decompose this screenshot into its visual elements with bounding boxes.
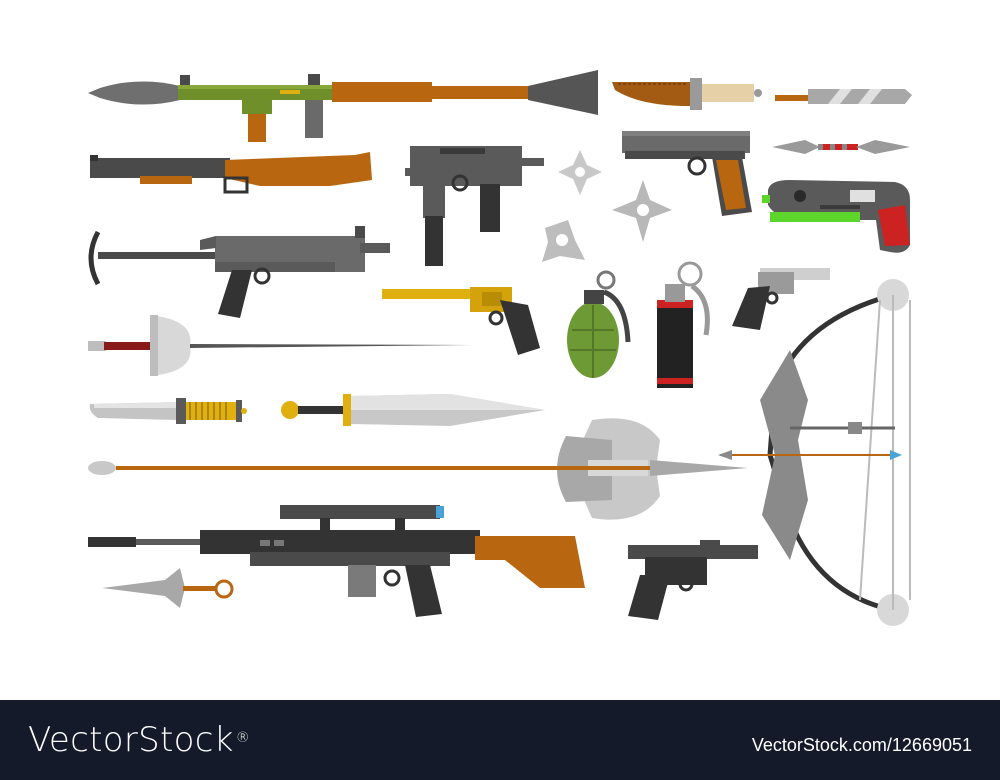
image-id: VectorStock.com/12669051 <box>751 735 972 755</box>
mauser-pistol <box>628 540 758 620</box>
spear <box>88 460 748 476</box>
trademark-symbol: ® <box>235 730 251 746</box>
kunai-double <box>772 140 910 154</box>
smoke-grenade <box>657 261 710 388</box>
sawed-off-shotgun <box>90 152 372 194</box>
combat-knife <box>612 78 762 110</box>
laser-blaster <box>762 180 910 253</box>
throwing-knife <box>775 89 912 104</box>
footer-bar: VectorStock® VectorStock.com/12669051 <box>0 700 1000 780</box>
uzi-smg <box>405 146 544 266</box>
dagger <box>89 398 247 424</box>
crossbow-rifle <box>88 226 390 318</box>
revolver-gold <box>382 287 540 355</box>
kunai <box>102 568 234 608</box>
revolver-small <box>732 268 830 330</box>
sniper-rifle <box>88 505 585 617</box>
brand-name: VectorStock <box>28 720 234 760</box>
broadsword <box>281 394 545 426</box>
pistol <box>622 131 752 216</box>
rpg-launcher <box>88 70 598 142</box>
compound-bow <box>718 279 911 626</box>
brand-logo: VectorStock® <box>28 720 250 760</box>
fencing-foil <box>88 315 472 376</box>
weapons-illustration <box>88 70 912 626</box>
hand-grenade <box>567 270 631 378</box>
shuriken <box>542 150 672 262</box>
